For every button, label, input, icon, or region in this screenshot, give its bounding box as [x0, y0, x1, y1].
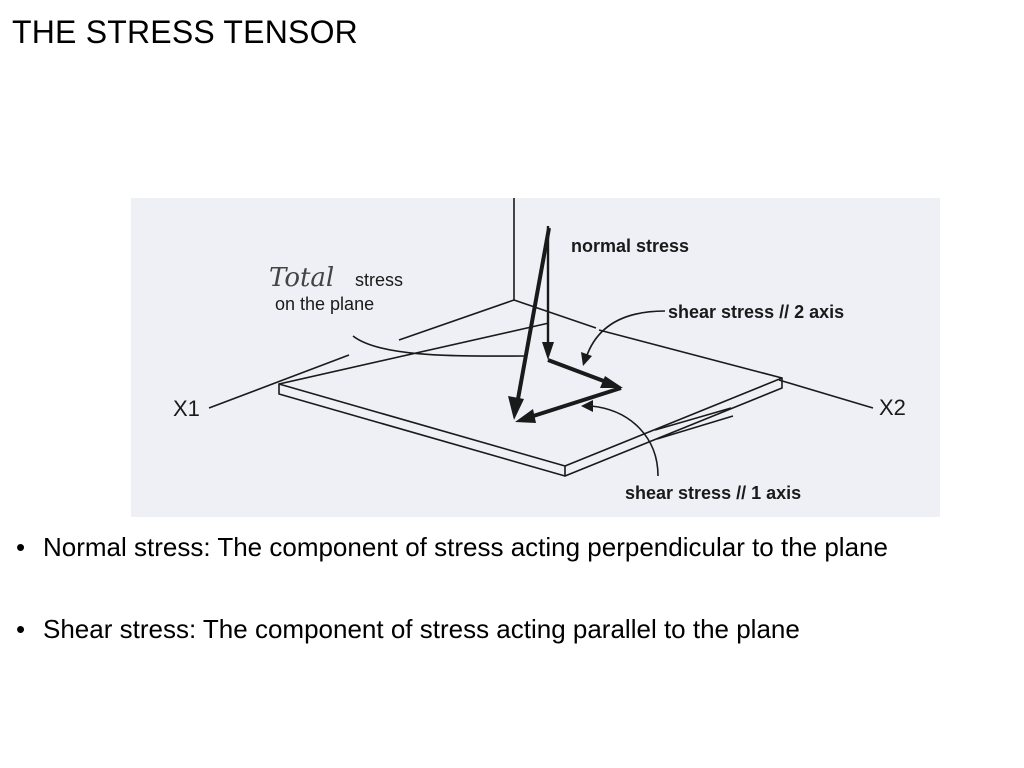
label-x1: X1 — [173, 396, 200, 421]
normal-stress-arrowhead — [542, 342, 554, 360]
total-stress-leader — [352, 335, 527, 357]
x2-axis-front — [778, 379, 874, 409]
total-stress-arrowhead — [508, 396, 524, 420]
bullet-list: • Normal stress: The component of stress… — [10, 528, 1010, 648]
stress-diagram-svg: normal stress Total stress on the plane … — [173, 198, 906, 503]
label-total-handwritten: Total — [269, 263, 334, 293]
slide-title: THE STRESS TENSOR — [12, 14, 358, 50]
x1-axis-front — [208, 354, 350, 409]
shear-1-leader — [590, 405, 659, 477]
x2-axis-back — [513, 299, 597, 329]
bullet-normal-stress: • Normal stress: The component of stress… — [10, 528, 1010, 566]
shear-2-leader-arrowhead — [581, 352, 592, 366]
bullet-dot: • — [16, 614, 26, 644]
x1-axis-back — [398, 299, 515, 341]
shear-2-arrow — [547, 358, 610, 385]
total-stress-arrow — [514, 227, 551, 411]
bullet-text: Normal stress: The component of stress a… — [43, 532, 888, 562]
label-stress: stress — [355, 270, 403, 290]
label-x2: X2 — [879, 395, 906, 420]
label-shear-stress-1: shear stress // 1 axis — [625, 483, 801, 503]
shear-1-arrow — [526, 386, 622, 420]
bullet-dot: • — [16, 532, 26, 562]
shear-1-arrowhead — [515, 409, 536, 423]
shear-2-leader — [585, 310, 666, 359]
shear-2-arrowhead — [600, 376, 623, 388]
label-shear-stress-2: shear stress // 2 axis — [668, 302, 844, 322]
bullet-text: Shear stress: The component of stress ac… — [43, 614, 800, 644]
label-normal-stress: normal stress — [571, 236, 689, 256]
label-on-the-plane: on the plane — [275, 294, 374, 314]
plate — [278, 322, 783, 477]
bullet-shear-stress: • Shear stress: The component of stress … — [10, 610, 1010, 648]
stress-diagram: normal stress Total stress on the plane … — [131, 198, 940, 517]
shear-1-leader-arrowhead — [581, 400, 593, 412]
